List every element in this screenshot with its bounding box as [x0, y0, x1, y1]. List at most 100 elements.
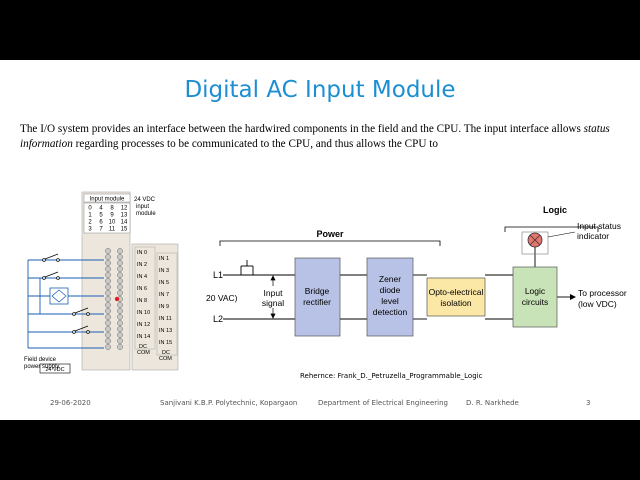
- input-label: IN 12: [137, 322, 150, 328]
- terminal-screw-icon: [117, 284, 123, 290]
- processor-label: To processor: [578, 288, 627, 298]
- terminal-screw-icon: [105, 302, 111, 308]
- terminal-screw-icon: [105, 314, 111, 320]
- power-label: Power: [316, 229, 344, 239]
- bridge-rectifier-label: Bridge: [305, 286, 330, 296]
- terminal-screw-icon: [105, 320, 111, 326]
- logic-circuits-label: Logic: [525, 286, 546, 296]
- dc-com-label: COM: [159, 356, 172, 362]
- terminal-screw-icon: [117, 326, 123, 332]
- signal-lines: [223, 246, 573, 320]
- zener-label: detection: [373, 307, 408, 317]
- grid-cell: 5: [99, 213, 103, 219]
- terminal-screw-icon: [117, 320, 123, 326]
- status-lamp-icon: [521, 231, 576, 255]
- terminal-screw-icon: [105, 272, 111, 278]
- input-label: IN 7: [159, 292, 169, 298]
- input-signal-arrow: [270, 275, 276, 319]
- terminal-screw-icon: [117, 302, 123, 308]
- input-module-wiring-figure: Input module 0 4 8 12 1 5 9 13 2 6 10 14…: [27, 191, 179, 374]
- supply-caption-line: Field device: [24, 357, 57, 363]
- supply-label: 24 VDC: [45, 367, 64, 373]
- processor-label: (low VDC): [578, 299, 617, 309]
- dc-com-label: DC: [162, 350, 170, 356]
- terminal-screw-icon: [105, 278, 111, 284]
- footer-date: 29-06-2020: [50, 399, 91, 407]
- terminal-screw-icon: [117, 332, 123, 338]
- module-side-label: 24 VDC: [134, 197, 156, 203]
- grid-cell: 9: [110, 213, 114, 219]
- bridge-rectifier-label: rectifier: [303, 297, 331, 307]
- input-module-block-diagram: Power Logic L1: [206, 205, 627, 337]
- grid-cell: 7: [99, 227, 103, 233]
- terminal-screw-icon: [117, 344, 123, 350]
- terminal-screw-icon: [117, 260, 123, 266]
- bridge-rectifier-block: [294, 257, 341, 337]
- input-label: IN 6: [137, 286, 147, 292]
- l1-label: L1: [213, 270, 223, 280]
- l2-label: L2: [213, 314, 223, 324]
- terminal-screw-icon: [117, 266, 123, 272]
- terminal-screw-icon: [105, 338, 111, 344]
- logic-circuits-label: circuits: [522, 297, 548, 307]
- grid-cell: 8: [110, 206, 114, 212]
- dc-com-label: DC: [139, 344, 147, 350]
- input-label: IN 11: [159, 316, 172, 322]
- vac-label: 20 VAC): [206, 293, 238, 303]
- reference-text: Rehernce: Frank_D._Petruzella_Programmab…: [300, 372, 483, 380]
- input-signal-label: Input: [264, 288, 284, 298]
- terminal-screw-icon: [105, 266, 111, 272]
- proximity-sensor-icon: [49, 287, 104, 305]
- terminal-screw-icon: [105, 296, 111, 302]
- indicator-label: indicator: [577, 231, 609, 241]
- input-label: IN 13: [159, 328, 172, 334]
- switch-icons: [42, 253, 90, 334]
- terminal-screw-icon: [117, 314, 123, 320]
- to-processor-arrow: [570, 294, 576, 300]
- supply-caption: Field device power supply: [24, 357, 59, 371]
- zener-detection-block: [366, 257, 414, 337]
- terminal-screw-icon: [105, 308, 111, 314]
- terminal-screw-icon: [117, 254, 123, 260]
- input-label: IN 10: [137, 310, 150, 316]
- input-label: IN 2: [137, 262, 147, 268]
- terminal-screw-icon: [117, 290, 123, 296]
- input-label: IN 9: [159, 304, 169, 310]
- module-header: Input module: [90, 196, 125, 202]
- body-text-part2: regarding processes to be communicated t…: [72, 138, 438, 150]
- terminal-screw-icon: [117, 278, 123, 284]
- dc-com-label: COM: [137, 350, 150, 356]
- footer-author: D. R. Narkhede: [466, 399, 519, 407]
- terminal-screw-icon: [117, 308, 123, 314]
- terminal-screw-icon: [105, 344, 111, 350]
- terminal-screw-icon: [117, 338, 123, 344]
- supply-caption-line: power supply: [24, 364, 60, 370]
- grid-cell: 0: [88, 206, 92, 212]
- footer-page-number: 3: [586, 399, 591, 407]
- grid-cell: 11: [109, 227, 116, 233]
- terminal-screw-icon: [105, 260, 111, 266]
- terminal-screw-icon: [105, 290, 111, 296]
- grid-cell: 2: [88, 220, 92, 226]
- opto-isolation-block: [426, 277, 486, 317]
- input-label: IN 0: [137, 250, 147, 256]
- module-side-label: input: [136, 204, 149, 210]
- slide-title: Digital AC Input Module: [184, 77, 456, 103]
- power-supply-box: [39, 363, 71, 374]
- grid-cell: 12: [121, 206, 128, 212]
- terminal-screw-icon: [105, 332, 111, 338]
- input-signal-label: signal: [262, 298, 284, 308]
- terminal-screw-icon: [105, 248, 111, 254]
- zener-label: level: [381, 296, 399, 306]
- input-label: IN 8: [137, 298, 147, 304]
- input-label: IN 3: [159, 268, 169, 274]
- input-switch-icon: [240, 260, 254, 275]
- grid-cell: 3: [88, 227, 92, 233]
- grid-cell: 14: [121, 220, 128, 226]
- input-label: IN 1: [159, 256, 169, 262]
- module-side-label: module: [136, 211, 156, 217]
- terminal-screw-icon: [105, 326, 111, 332]
- terminal-screw-icon: [117, 272, 123, 278]
- grid-cell: 15: [121, 227, 128, 233]
- slide: Digital AC Input Module The I/O system p…: [0, 60, 640, 420]
